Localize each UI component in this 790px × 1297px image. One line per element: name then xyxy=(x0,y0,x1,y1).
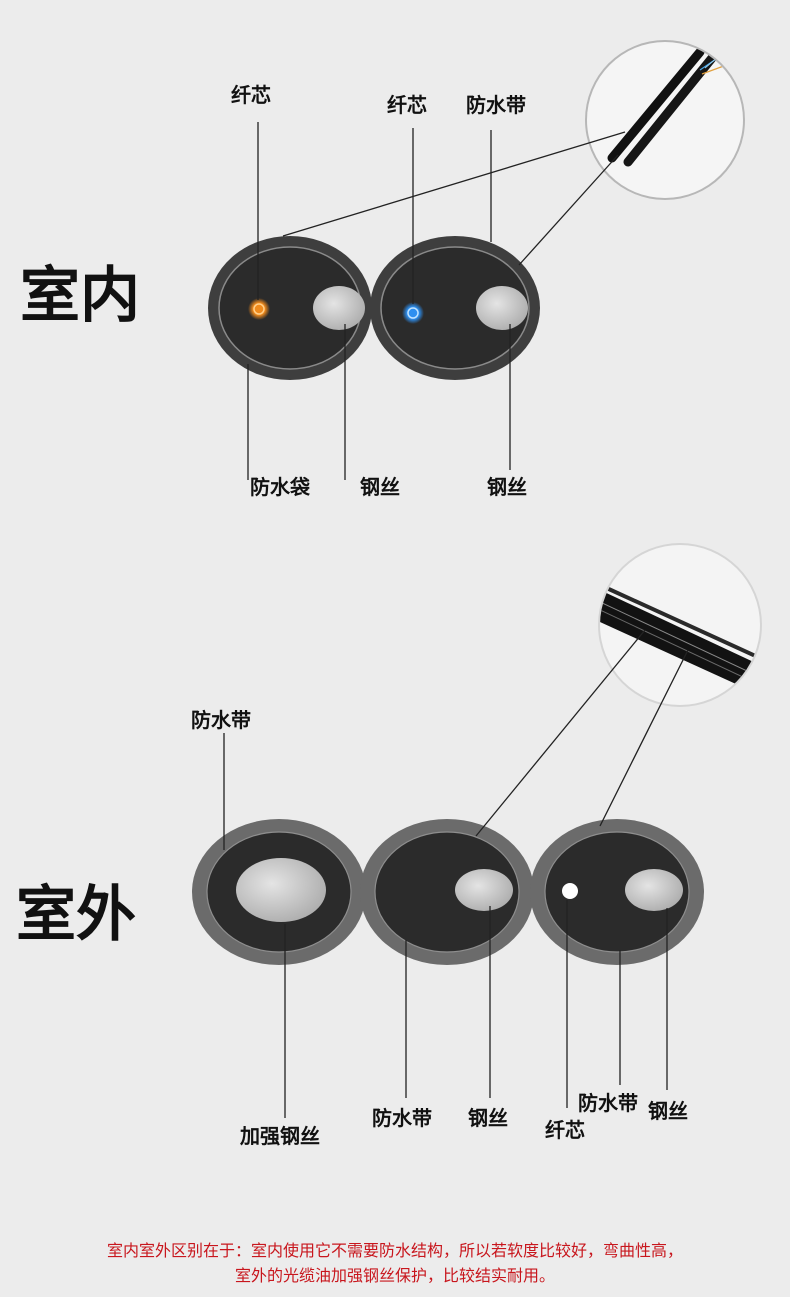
lead-outdoor-photo-b xyxy=(599,649,689,827)
outdoor-tape-right xyxy=(544,831,690,953)
lead-outdoor-photo-a xyxy=(475,629,646,837)
outdoor-cable-section xyxy=(192,819,704,965)
indoor-fiber-core-orange-center xyxy=(253,303,265,315)
outdoor-title: 室外 xyxy=(16,880,136,950)
outdoor-photo-groove-b xyxy=(600,609,760,686)
outdoor-photo-cable xyxy=(600,590,760,695)
outdoor-fiber-core xyxy=(562,883,578,899)
indoor-title: 室内 xyxy=(20,261,140,331)
outdoor-cable-photo xyxy=(598,543,762,707)
indoor-label-wire-right: 钢丝 xyxy=(487,475,527,499)
outdoor-label-tape-mid: 防水带 xyxy=(372,1106,432,1130)
outdoor-label-tape-right: 防水带 xyxy=(578,1091,638,1115)
caption-line-1: 室内室外区别在于：室内使用它不需要防水结构，所以若软度比较好，弯曲性高， xyxy=(106,1241,683,1260)
outdoor-strength-wire xyxy=(236,858,326,922)
indoor-label-tape: 防水带 xyxy=(466,93,526,117)
indoor-leader-lines xyxy=(247,122,626,480)
outdoor-label-wire-right: 钢丝 xyxy=(648,1099,688,1123)
indoor-fiber-core-blue-center xyxy=(407,307,419,319)
indoor-steel-wire-left xyxy=(313,286,365,330)
outdoor-label-tape-top: 防水带 xyxy=(191,708,251,732)
outdoor-steel-wire-mid xyxy=(455,869,513,911)
indoor-waterproof-tape-right xyxy=(380,246,530,370)
outdoor-label-fiber: 纤芯 xyxy=(545,1118,585,1142)
indoor-label-fiber-right: 纤芯 xyxy=(387,93,427,117)
indoor-photo-cable-b xyxy=(623,53,717,167)
indoor-label-wire-left: 钢丝 xyxy=(360,475,400,499)
indoor-cable-photo xyxy=(585,40,745,200)
outdoor-leader-lines xyxy=(223,629,689,1118)
caption-line-2: 室外的光缆油加强钢丝保护，比较结实耐用。 xyxy=(234,1266,555,1285)
outdoor-label-wire-mid: 钢丝 xyxy=(468,1106,508,1130)
outdoor-photo-groove-a xyxy=(600,601,760,678)
lead-indoor-photo-b xyxy=(518,154,619,266)
indoor-label-fiber-left: 纤芯 xyxy=(231,83,271,107)
outdoor-steel-wire-right xyxy=(625,869,683,911)
outdoor-label-strength-wire: 加强钢丝 xyxy=(239,1124,320,1148)
indoor-label-bag: 防水袋 xyxy=(250,475,311,499)
outdoor-photo-edge xyxy=(600,583,760,660)
comparison-caption: 室内室外区别在于：室内使用它不需要防水结构，所以若软度比较好，弯曲性高， 室外的… xyxy=(0,1238,790,1288)
cable-diagram: 室内 纤芯 纤芯 防水带 xyxy=(16,40,762,1148)
lead-indoor-photo-a xyxy=(282,131,626,237)
indoor-steel-wire-right xyxy=(476,286,528,330)
indoor-photo-cable-a xyxy=(607,47,705,163)
outdoor-tape-mid xyxy=(374,831,520,953)
